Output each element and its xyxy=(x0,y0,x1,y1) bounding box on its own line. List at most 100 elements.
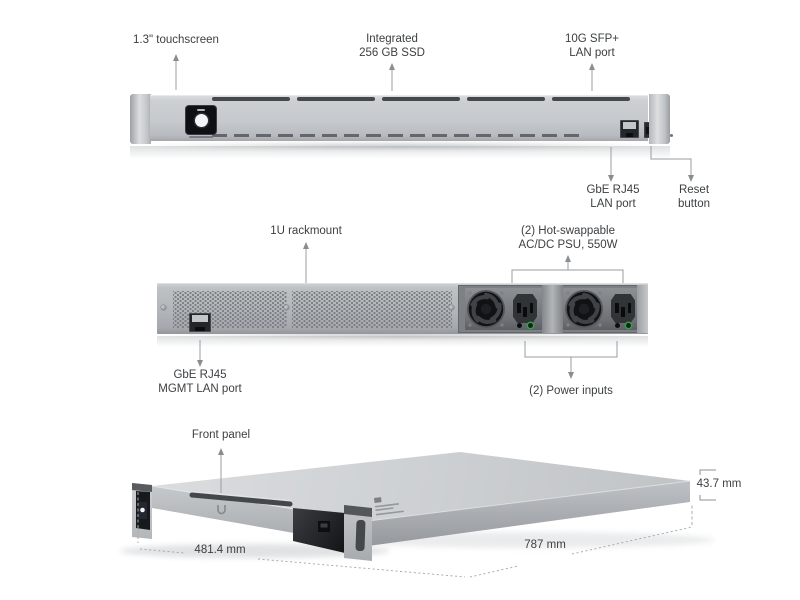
callout-psu: (2) Hot-swappable AC/DC PSU, 550W xyxy=(518,225,617,252)
iso-lan-port-inner xyxy=(320,523,328,528)
rear-panel-view xyxy=(157,283,648,334)
callout-touchscreen-text: 1.3" touchscreen xyxy=(133,34,219,46)
callout-front-panel-text: Front panel xyxy=(191,429,251,441)
dim-tick-bottom xyxy=(699,495,716,501)
psu-bay xyxy=(458,285,648,333)
front-reflection xyxy=(130,146,670,159)
psu-status-led xyxy=(626,323,631,328)
callout-sfp-line1: 10G SFP+ xyxy=(564,33,620,45)
rack-ear-left xyxy=(130,94,151,144)
iso-screen-dot xyxy=(140,507,145,513)
isometric-device xyxy=(120,452,715,561)
leader-reset xyxy=(650,146,692,175)
callout-reset: Reset button xyxy=(678,184,710,211)
power-input-2 xyxy=(611,294,635,323)
chassis-front-face xyxy=(150,95,673,141)
bracket-psu xyxy=(511,269,624,284)
front-panel-view xyxy=(130,94,673,145)
dim-depth-b xyxy=(571,526,693,555)
iso-ear-slot xyxy=(355,519,366,552)
callout-rackmount-text: 1U rackmount xyxy=(270,225,342,237)
top-vent-slots xyxy=(212,97,630,101)
callout-ssd-line2: 256 GB SSD xyxy=(359,46,425,59)
screw xyxy=(161,305,166,310)
screw xyxy=(284,305,289,310)
callout-power-inputs-text: (2) Power inputs xyxy=(529,385,613,397)
regulatory-label xyxy=(373,497,404,516)
dim-width-b xyxy=(257,558,466,578)
arrow-up-front-panel xyxy=(218,448,224,455)
arrow-down-lan xyxy=(608,175,614,182)
callout-sfp: 10G SFP+ LAN port xyxy=(565,33,619,60)
arrow-down-reset xyxy=(688,175,694,182)
psu-divider xyxy=(542,285,563,333)
callout-lan-line1: GbE RJ45 xyxy=(586,184,640,196)
screw xyxy=(449,305,454,310)
callout-mgmt-line2: MGMT LAN port xyxy=(158,382,242,395)
callout-front-panel: Front panel xyxy=(192,429,250,443)
callout-lan: GbE RJ45 LAN port xyxy=(586,184,639,211)
dim-tick-top xyxy=(699,469,716,475)
arrow-up-sfp xyxy=(589,63,595,70)
callout-power-inputs: (2) Power inputs xyxy=(529,385,613,399)
iso-front-slot-highlight xyxy=(191,491,291,501)
psu-fan xyxy=(565,290,603,328)
dimension-depth: 787 mm xyxy=(524,539,566,553)
touchscreen-dial xyxy=(194,113,208,127)
gbe-rj45-mgmt-port xyxy=(189,313,211,332)
arrow-up-psu xyxy=(565,255,571,262)
model-caption xyxy=(189,136,213,138)
dim-width-a xyxy=(139,548,185,554)
callout-psu-line1: (2) Hot-swappable xyxy=(521,225,615,237)
iso-side-edge-highlight xyxy=(367,480,691,522)
dimension-width-text: 481.4 mm xyxy=(194,544,246,556)
callout-reset-line1: Reset xyxy=(678,184,710,196)
rear-reflection xyxy=(157,336,648,347)
rear-vent-right xyxy=(292,291,452,328)
power-input-1 xyxy=(513,294,537,323)
bottom-vent-slots xyxy=(212,134,580,137)
dimension-height-text: 43.7 mm xyxy=(696,478,742,490)
dimension-lines xyxy=(137,469,716,578)
callout-touchscreen: 1.3" touchscreen xyxy=(133,34,219,48)
psu-module-1 xyxy=(465,288,542,330)
callout-ssd: Integrated 256 GB SSD xyxy=(359,33,425,60)
touchscreen-status-text xyxy=(197,109,205,111)
iso-rack-ear-left xyxy=(132,483,152,539)
callout-sfp-line2: LAN port xyxy=(569,46,615,59)
front-shadow xyxy=(136,142,664,150)
iso-right-side xyxy=(368,481,690,546)
callout-ssd-line1: Integrated xyxy=(366,33,418,45)
arrow-down-mgmt xyxy=(197,360,203,367)
dimension-width: 481.4 mm xyxy=(194,544,245,558)
rack-ear-right xyxy=(649,94,670,144)
arrow-up-touchscreen xyxy=(173,54,179,61)
callout-rackmount: 1U rackmount xyxy=(270,225,342,239)
rear-shadow xyxy=(162,331,644,339)
arrow-up-ssd xyxy=(389,63,395,70)
arrow-up-rackmount xyxy=(303,242,309,249)
iso-front-slot xyxy=(189,492,293,507)
leader-arrowheads xyxy=(173,54,694,455)
touchscreen xyxy=(186,106,216,134)
reset-button xyxy=(670,134,673,137)
callout-lan-line2: LAN port xyxy=(590,197,636,210)
psu-fan xyxy=(467,290,505,328)
dimension-height: 43.7 mm xyxy=(697,478,742,492)
leader-lines xyxy=(175,60,692,493)
callout-mgmt: GbE RJ45 MGMT LAN port xyxy=(158,369,242,396)
u-logo xyxy=(217,505,226,515)
dimension-depth-text: 787 mm xyxy=(524,539,566,551)
psu-module-2 xyxy=(563,288,640,330)
gbe-rj45-lan-port xyxy=(620,120,639,138)
psu-release-button xyxy=(517,323,522,328)
callout-reset-line2: button xyxy=(678,197,710,210)
psu-release-button xyxy=(615,323,620,328)
iso-rack-ear-right xyxy=(293,505,372,561)
psu-status-led xyxy=(528,323,533,328)
callout-psu-line2: AC/DC PSU, 550W xyxy=(518,238,618,251)
dim-depth-a xyxy=(469,565,519,578)
psu-bay-edge xyxy=(637,285,648,333)
